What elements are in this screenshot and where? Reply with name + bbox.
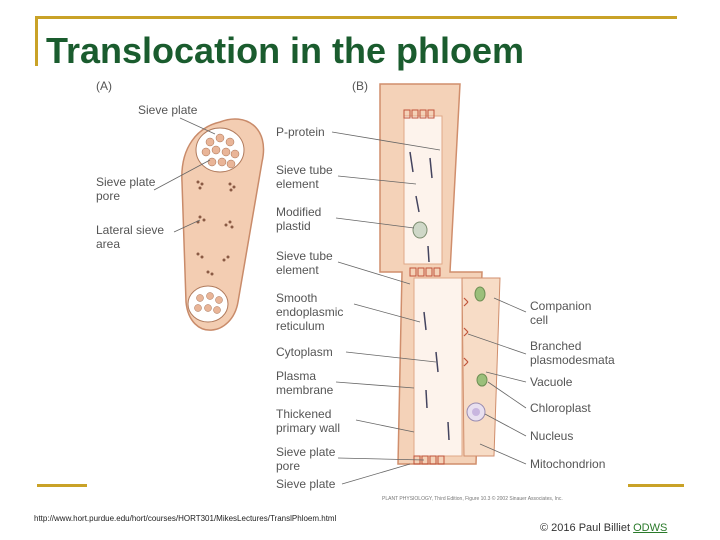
- bottom-rule-right: [628, 484, 684, 487]
- label-companion-cell-b: cell: [530, 313, 548, 327]
- label-lateral-sieve-area-1: Lateral sieve: [96, 223, 164, 237]
- label-thickened-wall-a: Thickened: [276, 407, 331, 421]
- label-mitochondrion: Mitochondrion: [530, 457, 605, 471]
- label-sieve-plate-pore-b-a: Sieve plate: [276, 445, 336, 459]
- label-thickened-wall-b: primary wall: [276, 421, 340, 435]
- bottom-rule-left: [37, 484, 87, 487]
- label-vacuole: Vacuole: [530, 375, 573, 389]
- phloem-figure: (A) (B): [80, 72, 640, 504]
- label-plasma-membrane-a: Plasma: [276, 369, 316, 383]
- sieve-tube-column: [379, 83, 501, 465]
- slide-title: Translocation in the phloem: [46, 30, 525, 71]
- label-smooth-er-c: reticulum: [276, 319, 325, 333]
- frame-top-line: [35, 16, 677, 19]
- label-chloroplast: Chloroplast: [530, 401, 591, 415]
- label-branched-plasmodesmata-b: plasmodesmata: [530, 353, 615, 367]
- label-sieve-tube-element-1a: Sieve tube: [276, 163, 333, 177]
- label-plasma-membrane-b: membrane: [276, 383, 334, 397]
- source-url: http://www.hort.purdue.edu/hort/courses/…: [34, 514, 337, 523]
- middle-labels: P-protein Sieve tube element Modified pl…: [276, 125, 343, 491]
- label-sieve-plate-b: Sieve plate: [276, 477, 336, 491]
- copyright-text: © 2016 Paul Billiet: [540, 522, 634, 534]
- frame-left-line: [35, 16, 38, 66]
- figure-credit: PLANT PHYSIOLOGY, Third Edition, Figure …: [382, 495, 563, 502]
- label-sieve-plate-a: Sieve plate: [138, 103, 198, 117]
- panel-a-letter: (A): [96, 79, 112, 93]
- label-smooth-er-b: endoplasmic: [276, 305, 343, 319]
- label-companion-cell-a: Companion: [530, 299, 591, 313]
- label-branched-plasmodesmata-a: Branched: [530, 339, 581, 353]
- label-sieve-plate-pore-a-1: Sieve plate: [96, 175, 156, 189]
- label-sieve-tube-element-2a: Sieve tube: [276, 249, 333, 263]
- label-sieve-tube-element-2b: element: [276, 263, 319, 277]
- right-leader-lines: [467, 297, 527, 465]
- label-nucleus: Nucleus: [530, 429, 573, 443]
- right-labels: Companion cell Branched plasmodesmata Va…: [530, 299, 615, 471]
- label-modified-plastid-a: Modified: [276, 205, 321, 219]
- middle-leader-lines: [331, 131, 441, 485]
- label-sieve-plate-pore-b-b: pore: [276, 459, 300, 473]
- copyright-notice: © 2016 Paul Billiet ODWS: [540, 522, 667, 534]
- label-lateral-sieve-area-2: area: [96, 237, 120, 251]
- label-sieve-tube-element-1b: element: [276, 177, 319, 191]
- panel-b-letter: (B): [352, 79, 368, 93]
- label-sieve-plate-pore-a-2: pore: [96, 189, 120, 203]
- label-p-protein: P-protein: [276, 125, 325, 139]
- sieve-element-surface: [181, 118, 265, 331]
- label-cytoplasm: Cytoplasm: [276, 345, 333, 359]
- odws-link[interactable]: ODWS: [633, 522, 668, 534]
- label-smooth-er-a: Smooth: [276, 291, 317, 305]
- label-modified-plastid-b: plastid: [276, 219, 311, 233]
- phloem-diagram: (A) (B): [96, 79, 615, 502]
